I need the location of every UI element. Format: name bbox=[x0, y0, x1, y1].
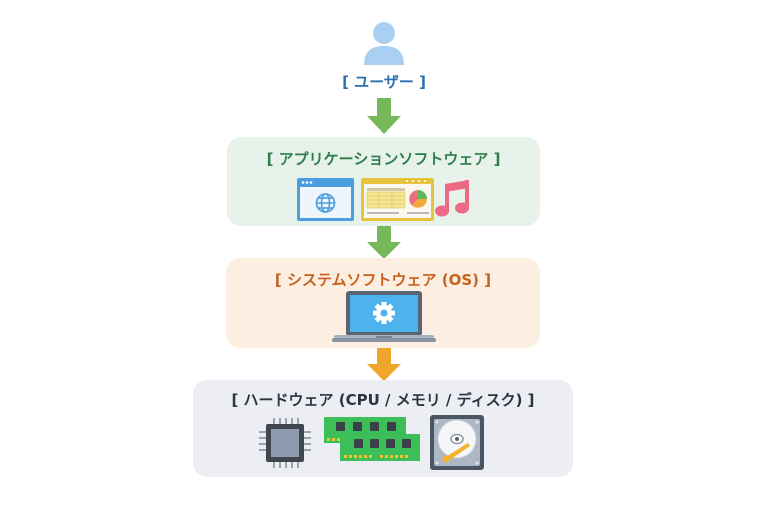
cpu-chip-icon bbox=[259, 418, 311, 468]
application-layer-label: [ アプリケーションソフトウェア ] bbox=[266, 150, 501, 168]
hardware-layer-panel: [ ハードウェア (CPU / メモリ / ディスク) ] bbox=[193, 380, 573, 477]
arrow-down-icon bbox=[367, 98, 401, 134]
system-layer-label: [ システムソフトウェア (OS) ] bbox=[274, 271, 492, 289]
user-label: [ ユーザー ] bbox=[342, 73, 426, 91]
arrow-down-icon bbox=[367, 226, 401, 259]
system-layer-panel: [ システムソフトウェア (OS) ] bbox=[226, 258, 540, 348]
music-note-icon bbox=[435, 180, 469, 217]
hardware-layer-label: [ ハードウェア (CPU / メモリ / ディスク) ] bbox=[231, 391, 535, 409]
user-icon bbox=[364, 22, 404, 65]
application-layer-panel: [ アプリケーションソフトウェア ] bbox=[227, 137, 540, 226]
laptop-gear-icon bbox=[332, 291, 436, 342]
web-browser-icon bbox=[297, 178, 354, 221]
spreadsheet-icon bbox=[361, 178, 434, 221]
memory-module-icon bbox=[324, 417, 420, 461]
arrow-down-icon bbox=[367, 348, 401, 381]
hard-disk-icon bbox=[430, 415, 484, 470]
